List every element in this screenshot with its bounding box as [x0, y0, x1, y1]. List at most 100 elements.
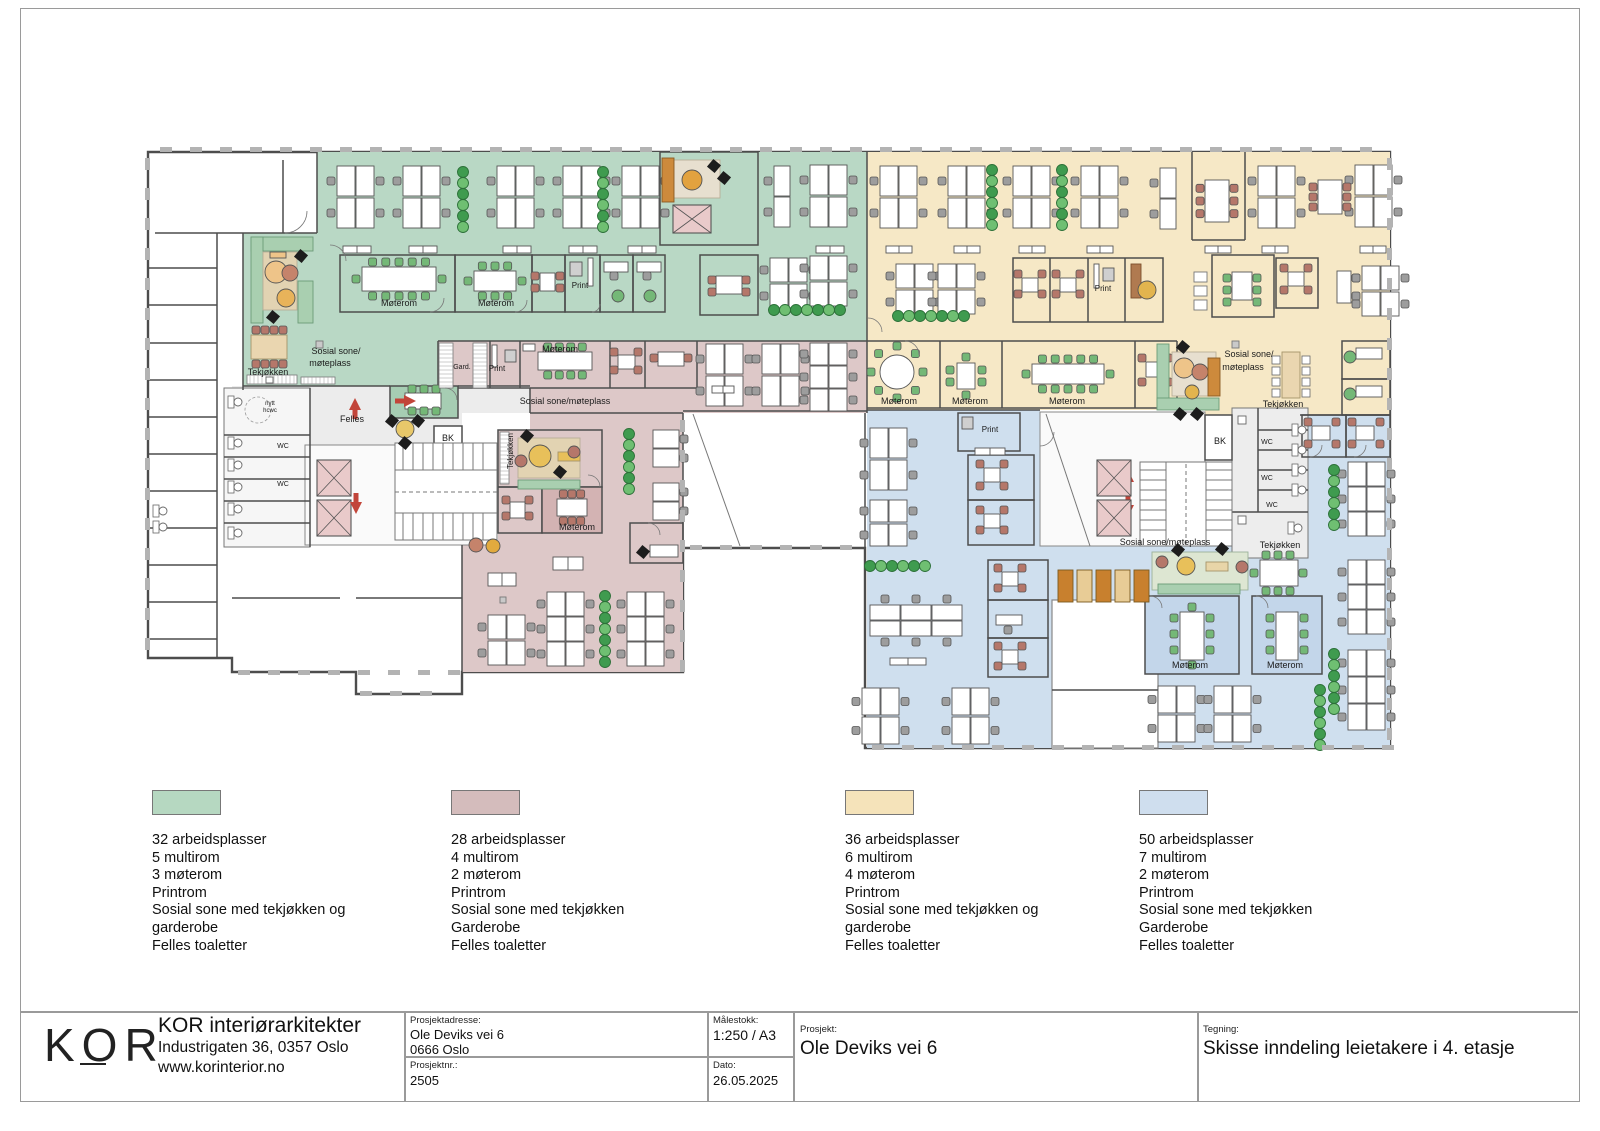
- legend-swatch: [1139, 790, 1208, 815]
- legend-line: Printrom: [845, 884, 900, 901]
- legend-line: Garderobe: [1139, 919, 1209, 936]
- legend-line: Sosial sone med tekjøkken: [1139, 902, 1313, 919]
- plan-label: Print: [1095, 284, 1112, 293]
- project-no-label: Prosjektnr.:: [410, 1060, 458, 1071]
- legend-swatch: [152, 790, 221, 815]
- legend-line: 36 arbeidsplasser: [845, 832, 960, 848]
- plan-label: hcwc: [263, 408, 277, 414]
- plan-label: Møterom: [1267, 660, 1303, 670]
- legend-line: Felles toaletter: [152, 937, 248, 954]
- plan-label: Sosial sone/: [1224, 349, 1274, 359]
- project-no-value: 2505: [410, 1073, 439, 1088]
- plan-label: Sosial sone/møteplass: [1120, 537, 1211, 547]
- project-label: Prosjekt:: [800, 1024, 837, 1035]
- plan-label: Sosial sone/: [311, 346, 361, 356]
- scale-label: Målestokk:: [713, 1015, 759, 1026]
- plan-label: møteplass: [1222, 362, 1264, 372]
- legend-line: Felles toaletter: [1139, 937, 1235, 954]
- date-value: 26.05.2025: [713, 1073, 779, 1088]
- scale-value: 1:250 / A3: [713, 1027, 777, 1043]
- plan-label: Møterom: [881, 396, 917, 406]
- plan-label: Møterom: [542, 344, 578, 354]
- facade-windows: [145, 147, 1394, 750]
- project-value: Ole Deviks vei 6: [800, 1038, 938, 1059]
- plan-label: Møterom: [952, 396, 988, 406]
- vertical-circulation: [394, 413, 1233, 547]
- plan-label: Print: [982, 425, 999, 434]
- legend-line: 5 multirom: [152, 849, 220, 866]
- plan-label: Møterom: [1049, 396, 1085, 406]
- legend-line: 28 arbeidsplasser: [451, 832, 566, 848]
- plan-label: Møterom: [559, 522, 595, 532]
- project-address-label: Prosjektadresse:: [410, 1015, 481, 1026]
- legend-line: 3 møterom: [152, 867, 223, 884]
- legend-line: 2 møterom: [451, 867, 522, 884]
- sheet-border: [20, 8, 1580, 1102]
- bk-closet-right: [1204, 414, 1233, 461]
- drawing-label: Tegning:: [1203, 1024, 1239, 1035]
- company-address: Industrigaten 36, 0357 Oslo: [158, 1039, 349, 1056]
- stairs-right: [1139, 461, 1233, 547]
- shaft-diagonal-left: [692, 413, 741, 547]
- project-address-line1: Ole Deviks vei 6: [410, 1027, 504, 1042]
- plan-label: nytt: [265, 401, 275, 407]
- plan-label: Møterom: [1172, 660, 1208, 670]
- plan-label: WC: [277, 481, 289, 488]
- legend-line: 50 arbeidsplasser: [1139, 832, 1254, 848]
- legend-line: 6 multirom: [845, 849, 913, 866]
- plan-label: Møterom: [381, 298, 417, 308]
- legend-swatch: [451, 790, 520, 815]
- plan-label: BK: [1214, 436, 1226, 446]
- plan-label: Møterom: [478, 298, 514, 308]
- plan-label: Tekjøkken: [1263, 399, 1304, 409]
- legend-line: Sosial sone med tekjøkken og garderobe: [152, 902, 346, 936]
- plan-label: Sosial sone/møteplass: [520, 396, 611, 406]
- legend-line: Felles toaletter: [451, 937, 547, 954]
- plan-label: WC: [277, 443, 289, 450]
- plan-label: møteplass: [309, 358, 351, 368]
- legend-line: 4 møterom: [845, 867, 916, 884]
- plan-label: Tekjøkken: [1260, 540, 1301, 550]
- legend-line: Printrom: [1139, 884, 1194, 901]
- legend-line: 32 arbeidsplasser: [152, 832, 267, 848]
- plan-label: WC: [1266, 502, 1278, 509]
- legend-line: Printrom: [451, 884, 506, 901]
- drawing-value: Skisse inndeling leietakere i 4. etasje: [1203, 1038, 1515, 1059]
- kor-logo: KOR: [44, 1019, 165, 1071]
- project-address-line2: 0666 Oslo: [410, 1042, 470, 1057]
- legend-line: 4 multirom: [451, 849, 519, 866]
- company-website: www.korinterior.no: [158, 1059, 285, 1076]
- plan-label: BK: [442, 433, 454, 443]
- legend-line: Sosial sone med tekjøkken: [451, 902, 625, 919]
- legend-line: Felles toaletter: [845, 937, 941, 954]
- plan-label: Print: [489, 364, 506, 373]
- plan-label: WC: [1261, 475, 1273, 482]
- plan-label: Felles: [340, 414, 365, 424]
- legend-swatch: [845, 790, 914, 815]
- plan-label: Tekjøkken: [506, 433, 515, 469]
- date-label: Dato:: [713, 1060, 736, 1071]
- zone-yellow: [867, 152, 1390, 460]
- legend-line: Garderobe: [451, 919, 521, 936]
- legend-line: Printrom: [152, 884, 207, 901]
- legend-line: Sosial sone med tekjøkken og garderobe: [845, 902, 1039, 936]
- company-name: KOR interiørarkitekter: [158, 1014, 362, 1037]
- atrium-void: [1051, 599, 1159, 749]
- plan-label: WC: [1261, 439, 1273, 446]
- legend-line: 7 multirom: [1139, 849, 1207, 866]
- legend-line: 2 møterom: [1139, 867, 1210, 884]
- plan-label: Tekjøkken: [248, 367, 289, 377]
- plan-label: Print: [572, 281, 589, 290]
- plan-label: Gard.: [453, 364, 471, 371]
- furniture-layer: [152, 157, 1410, 751]
